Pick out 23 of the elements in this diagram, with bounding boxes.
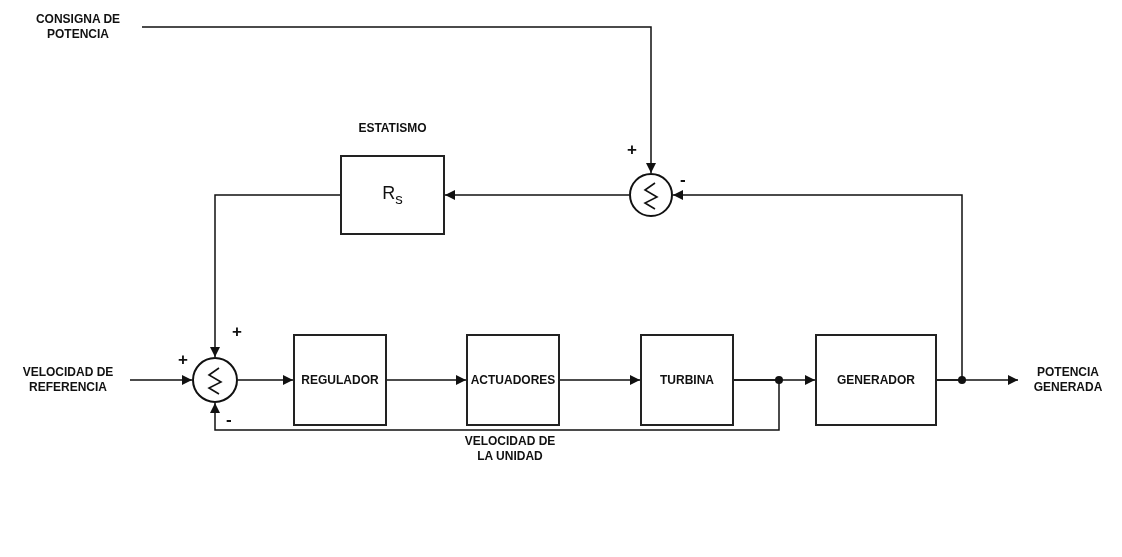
block-heading: ESTATISMO — [357, 121, 428, 136]
arrow — [210, 379, 780, 431]
arrow — [672, 190, 963, 381]
signal-label: VELOCIDAD DE REFERENCIA — [21, 365, 115, 395]
arrow — [559, 375, 641, 385]
arrow — [141, 26, 656, 174]
arrow — [444, 190, 630, 200]
arrow — [210, 194, 341, 358]
signal-label: POTENCIA GENERADA — [1032, 365, 1104, 395]
arrow — [237, 375, 294, 385]
process-box: GENERADOR — [815, 334, 937, 426]
block-symbol: R$_{s}$ — [382, 183, 403, 207]
process-box: ACTUADORES — [466, 334, 560, 426]
signal-label: CONSIGNA DE POTENCIA — [34, 12, 122, 42]
sign-label: + — [178, 351, 188, 368]
sign-label: - — [226, 411, 232, 428]
process-box: TURBINA — [640, 334, 734, 426]
sign-label: + — [627, 141, 637, 158]
process-box: REGULADOR — [293, 334, 387, 426]
sign-label: - — [680, 171, 686, 188]
arrow — [129, 375, 193, 385]
sign-label: + — [232, 323, 242, 340]
arrow — [386, 375, 467, 385]
